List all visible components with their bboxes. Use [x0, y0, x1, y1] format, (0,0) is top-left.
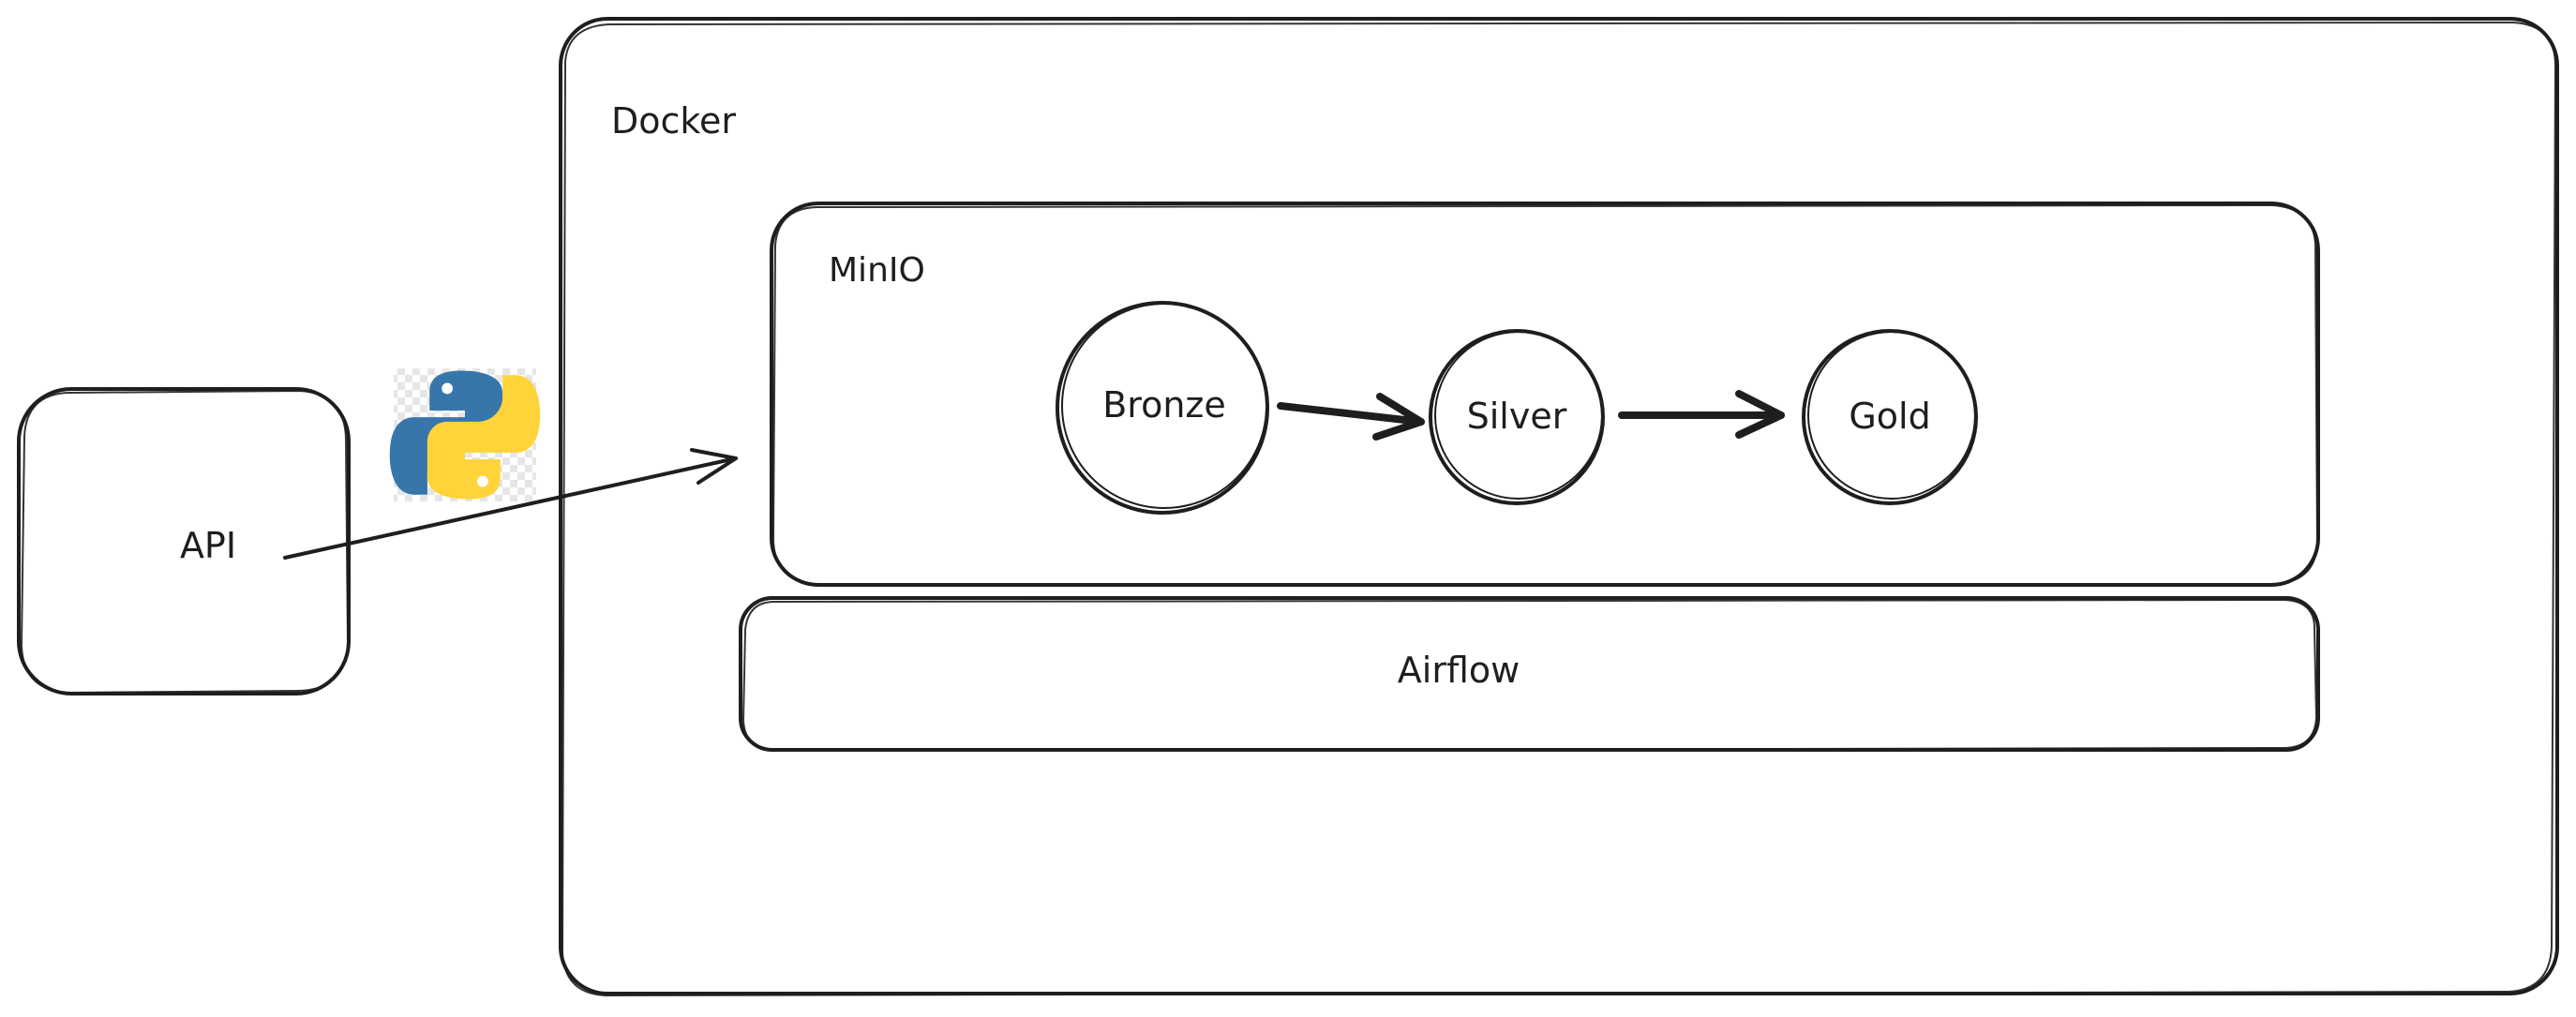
api-label: API: [180, 525, 236, 566]
api-to-minio-arrow: [283, 448, 738, 560]
bronze-node[interactable]: Bronze: [1056, 301, 1269, 515]
silver-to-gold-arrow: [1618, 390, 1785, 439]
bronze-to-silver-arrow: [1277, 393, 1425, 441]
airflow-label: Airflow: [1398, 650, 1520, 691]
silver-node[interactable]: Silver: [1429, 329, 1605, 505]
gold-node[interactable]: Gold: [1802, 329, 1978, 505]
api-box[interactable]: API: [17, 387, 351, 695]
minio-label: MinIO: [829, 251, 925, 290]
docker-label: Docker: [611, 100, 736, 142]
silver-label: Silver: [1467, 396, 1567, 437]
gold-label: Gold: [1849, 396, 1930, 437]
python-logo-icon: [389, 368, 541, 501]
bronze-label: Bronze: [1102, 384, 1226, 426]
airflow-container[interactable]: Airflow: [739, 596, 2320, 752]
